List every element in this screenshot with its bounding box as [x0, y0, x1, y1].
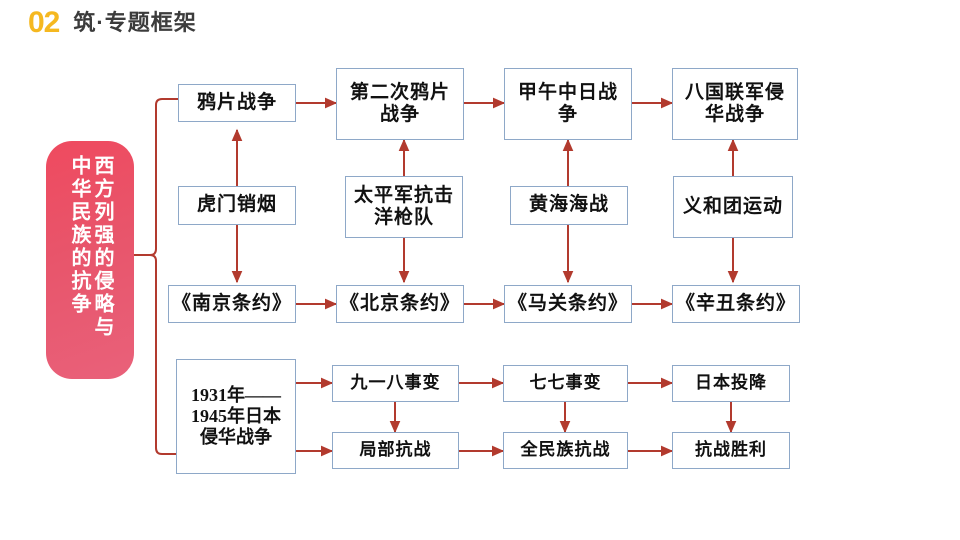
- header-number: 02: [28, 6, 60, 39]
- node-japan-invasion-war[interactable]: 1931年——1945年日本侵华战争: [176, 359, 296, 474]
- node-opium-war[interactable]: 鸦片战争: [178, 84, 296, 122]
- node-july-7-incident[interactable]: 七七事变: [503, 365, 628, 402]
- node-treaty-xinchou[interactable]: 《辛丑条约》: [672, 285, 800, 323]
- node-yihetuan-movement[interactable]: 义和团运动: [673, 176, 793, 238]
- node-japan-surrender[interactable]: 日本投降: [672, 365, 790, 402]
- node-treaty-nanjing[interactable]: 《南京条约》: [168, 285, 296, 323]
- node-treaty-maguan[interactable]: 《马关条约》: [504, 285, 632, 323]
- badge-line-right: 西方列强的侵略与: [91, 155, 113, 339]
- node-taiping-army[interactable]: 太平军抗击洋枪队: [345, 176, 463, 238]
- node-second-opium-war[interactable]: 第二次鸦片战争: [336, 68, 464, 140]
- root-theme-badge[interactable]: 西方列强的侵略与 中华民族的抗争: [46, 141, 134, 379]
- node-resistance-victory[interactable]: 抗战胜利: [672, 432, 790, 469]
- page-header: 02 筑·专题框架: [28, 8, 197, 38]
- wire-badge-to-row1: [148, 98, 178, 256]
- node-september-18-incident[interactable]: 九一八事变: [332, 365, 459, 402]
- node-eight-nation-alliance-war[interactable]: 八国联军侵华战争: [672, 68, 798, 140]
- node-jiawu-war[interactable]: 甲午中日战争: [504, 68, 632, 140]
- node-yellow-sea-battle[interactable]: 黄海海战: [510, 186, 628, 225]
- badge-line-left: 中华民族的抗争: [68, 155, 90, 316]
- node-national-resistance[interactable]: 全民族抗战: [503, 432, 628, 469]
- node-local-resistance[interactable]: 局部抗战: [332, 432, 459, 469]
- node-humen-opium-destruction[interactable]: 虎门销烟: [178, 186, 296, 225]
- node-treaty-beijing[interactable]: 《北京条约》: [336, 285, 464, 323]
- page-title: 筑·专题框架: [73, 10, 197, 35]
